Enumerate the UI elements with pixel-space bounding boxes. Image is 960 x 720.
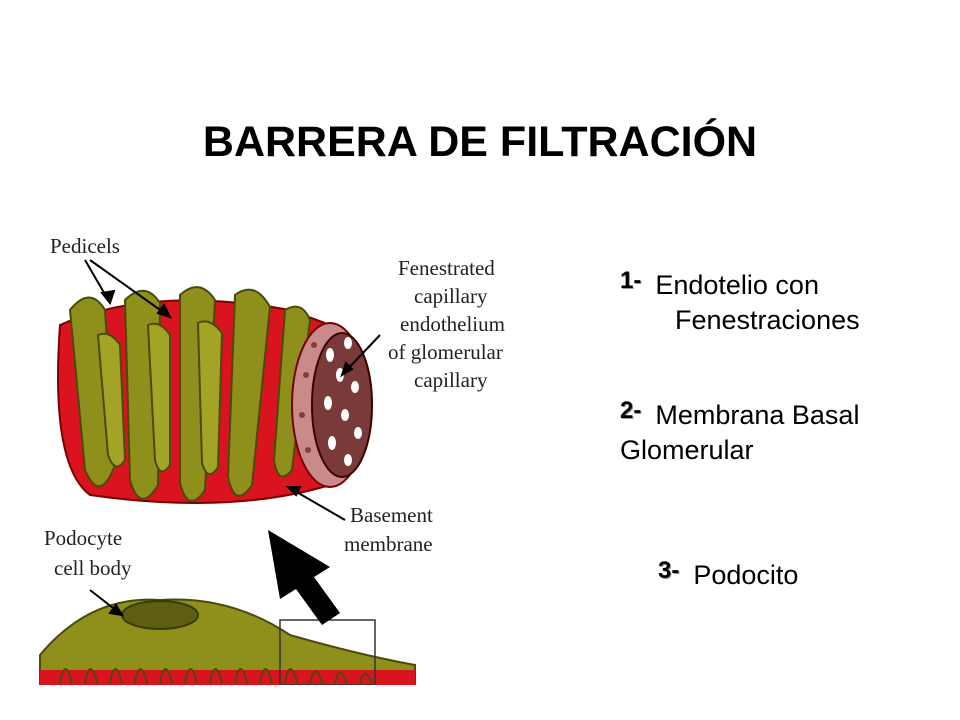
label-basement-2: membrane: [344, 532, 433, 556]
fenestrations: [324, 337, 362, 466]
label-fenestrated-5: capillary: [414, 368, 488, 392]
legend-text-1-line2: Fenestraciones: [675, 305, 860, 336]
legend-item-2: 2- Membrana Basal Glomerular: [620, 397, 860, 468]
label-pedicels: Pedicels: [50, 234, 120, 258]
capillary-lumen: [311, 332, 373, 478]
membrane-pores: [299, 342, 317, 453]
page-title: BARRERA DE FILTRACIÓN: [202, 118, 758, 166]
leader-arrows: [84, 259, 381, 617]
filtration-barrier-diagram: Pedicels Fenestrated capillary endotheli…: [30, 215, 550, 685]
legend-text-3: Podocito: [693, 560, 799, 590]
label-basement-1: Basement: [350, 503, 433, 527]
legend-number-2: 2-: [620, 397, 642, 424]
legend-text-2-line1: Membrana Basal: [655, 400, 860, 430]
label-podocyte-2: cell body: [54, 556, 132, 580]
capillary-illustration: Pedicels Fenestrated capillary endotheli…: [39, 234, 505, 685]
podocyte-nucleus: [121, 600, 199, 630]
podocyte-foot-processes: [59, 668, 373, 684]
legend-item-3: 3- Podocito: [658, 557, 799, 593]
zoom-arrow: [268, 530, 340, 625]
label-fenestrated-1: Fenestrated: [398, 256, 495, 280]
legend-item-1: 1- Endotelio con Fenestraciones: [620, 267, 860, 338]
legend-text-2-line2: Glomerular: [620, 435, 754, 466]
legend-text-1-line1: Endotelio con: [655, 270, 819, 300]
label-fenestrated-3: endothelium: [400, 312, 505, 336]
legend-number-1: 1-: [620, 267, 642, 294]
label-podocyte-1: Podocyte: [44, 526, 122, 550]
label-fenestrated-2: capillary: [414, 284, 488, 308]
label-fenestrated-4: of glomerular: [388, 340, 503, 364]
legend-number-3: 3-: [658, 557, 680, 584]
